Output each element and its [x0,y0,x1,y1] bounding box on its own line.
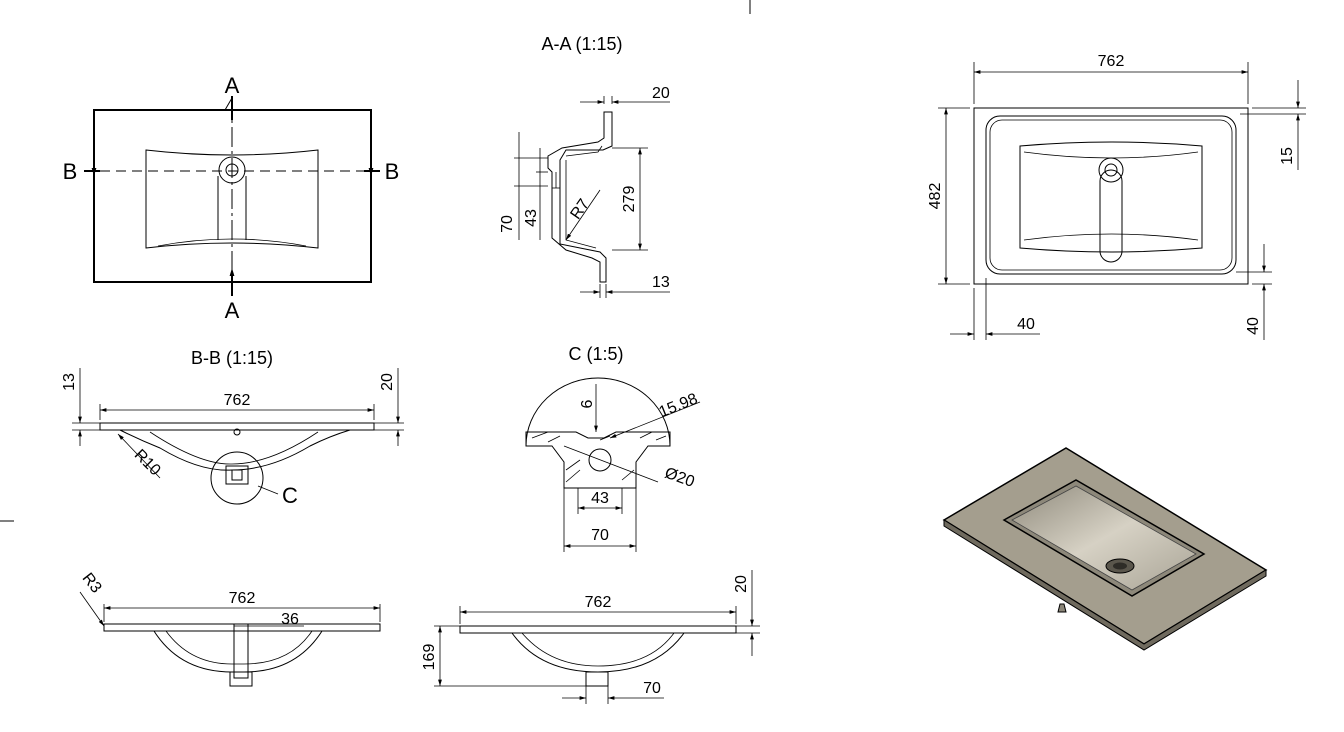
iso-bowl [1011,485,1197,591]
plan-inner-rim [985,115,1237,275]
dim-bb-20: 20 [379,373,396,391]
section-bb-view: B-B (1:15) C 762 13 20 R10 [61,348,404,508]
label-c: C [282,483,298,508]
section-bb-title: B-B (1:15) [191,348,273,368]
section-aa-profile [547,111,613,283]
top-view-bowl [145,149,319,249]
dim-aa-43: 43 [523,209,540,227]
dim-fr-169: 169 [421,644,438,671]
dim-aa-70: 70 [499,215,516,233]
dim-fl-36: 36 [281,611,299,628]
label-a-top: A [225,73,240,98]
isometric-render [942,447,1268,651]
dim-c-diameter: Ø20 [662,465,696,491]
dim-aa-20: 20 [652,85,670,102]
dim-bb-762: 762 [224,392,251,409]
plan-overflow [1099,169,1123,263]
dim-plan-482: 482 [927,183,944,210]
dim-aa-r7: R7 [567,196,593,223]
label-a-bottom: A [225,298,240,323]
dim-c-43: 43 [591,490,609,507]
dim-c-15-98: 15.98 [657,390,701,421]
dim-plan-762: 762 [1098,53,1125,70]
dim-fr-70: 70 [643,680,661,697]
dim-fr-20: 20 [733,575,750,593]
dim-plan-40-right: 40 [1245,317,1262,335]
section-aa-view: A-A (1:15) 20 13 279 70 43 R7 [499,34,670,298]
detail-c-arc [525,377,671,447]
detail-c-title: C (1:5) [568,344,623,364]
dim-fl-r3: R3 [79,570,105,597]
plan-bowl [1019,141,1203,253]
dim-plan-40-left: 40 [1017,316,1035,333]
label-b-left: B [63,159,78,184]
dim-plan-15: 15 [1279,147,1296,165]
drain-hole-circle [588,448,612,472]
plan-outline [973,107,1249,285]
iso-edge [943,519,1267,651]
detail-c-profile [525,431,671,489]
dim-bb-r10: R10 [131,446,164,479]
front-left-bowl [153,630,323,673]
front-left-slab [103,623,381,632]
front-right-slab [459,625,737,634]
dim-aa-13: 13 [652,274,670,291]
detail-c-circle [210,451,264,505]
front-view-left: 762 36 R3 [79,570,381,687]
dim-c-6: 6 [579,399,596,408]
dim-bb-13: 13 [61,373,78,391]
front-view-right: 762 20 169 70 [421,570,760,704]
dim-aa-279: 279 [621,186,638,213]
top-view: A A B B [63,73,400,323]
plan-view-right: 762 482 15 40 40 [927,53,1306,340]
label-b-right: B [385,159,400,184]
section-bb-slab [99,422,375,431]
section-aa-title: A-A (1:15) [541,34,622,54]
dim-fl-762: 762 [229,590,256,607]
dim-c-70: 70 [591,527,609,544]
dim-fr-762: 762 [585,594,612,611]
detail-c-view: C (1:5) 6 15.98 Ø20 43 70 [525,344,701,552]
